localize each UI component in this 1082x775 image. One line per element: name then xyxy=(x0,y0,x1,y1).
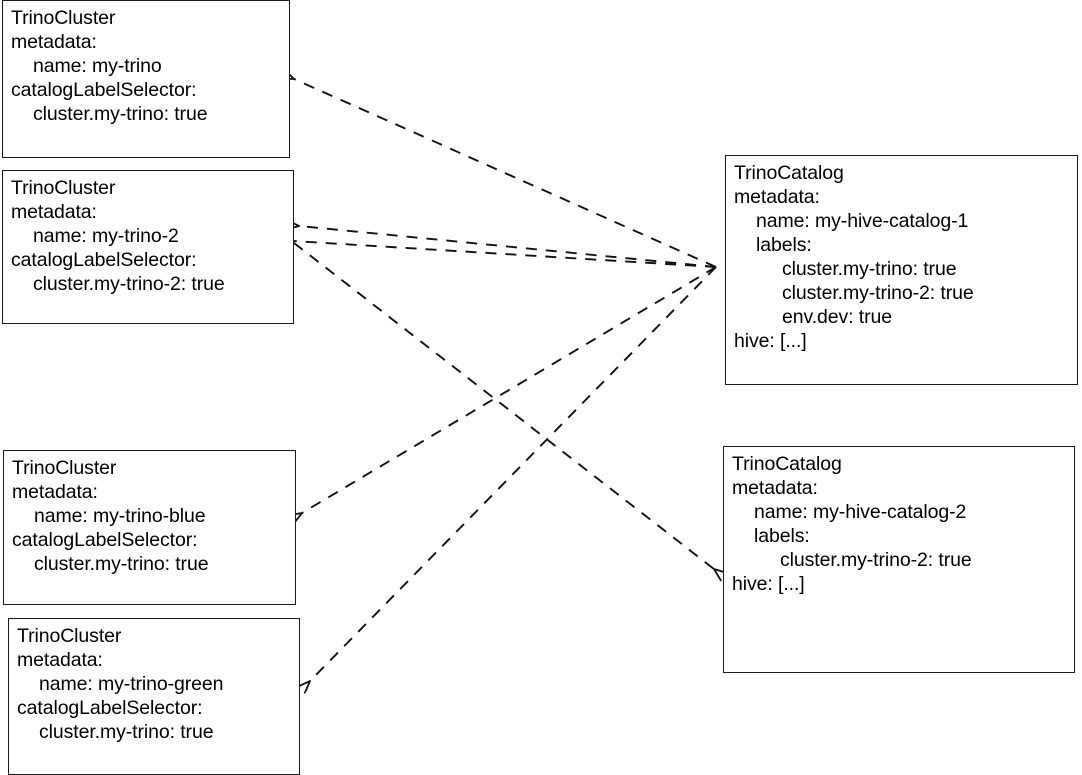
edge-catalog1-to-my-trino-green xyxy=(310,266,717,681)
node-line: name: my-trino-blue xyxy=(34,505,206,527)
node-line: catalogLabelSelector: xyxy=(11,249,197,271)
node-catalog-my-hive-catalog-2[interactable]: TrinoCatalog metadata: name: my-hive-cat… xyxy=(723,446,1075,673)
node-cluster-my-trino-2[interactable]: TrinoCluster metadata: name: my-trino-2 … xyxy=(2,170,294,324)
node-line: metadata: xyxy=(17,649,103,671)
node-line: cluster.my-trino: true xyxy=(34,553,209,575)
node-line: catalogLabelSelector: xyxy=(11,79,197,101)
node-line: TrinoCluster xyxy=(11,7,116,29)
node-line: catalogLabelSelector: xyxy=(12,529,198,551)
node-line: labels: xyxy=(754,525,810,547)
node-line: TrinoCluster xyxy=(17,625,122,647)
node-line: TrinoCatalog xyxy=(732,453,842,475)
node-line: metadata: xyxy=(11,31,97,53)
node-line: metadata: xyxy=(732,477,818,499)
node-line: cluster.my-trino: true xyxy=(782,258,957,280)
node-line: cluster.my-trino-2: true xyxy=(33,273,225,295)
node-line: labels: xyxy=(756,234,812,256)
node-catalog-my-hive-catalog-1[interactable]: TrinoCatalog metadata: name: my-hive-cat… xyxy=(725,155,1078,385)
node-line: metadata: xyxy=(734,186,820,208)
node-line: TrinoCatalog xyxy=(734,162,844,184)
node-line: name: my-trino xyxy=(33,55,162,77)
edge-catalog1-to-my-trino xyxy=(294,79,717,268)
node-cluster-my-trino-blue[interactable]: TrinoCluster metadata: name: my-trino-bl… xyxy=(3,450,296,605)
node-line: name: my-trino-2 xyxy=(33,225,179,247)
node-line: hive: [...] xyxy=(734,330,807,352)
node-cluster-my-trino[interactable]: TrinoCluster metadata: name: my-trino ca… xyxy=(2,0,290,158)
node-line: name: my-hive-catalog-2 xyxy=(754,501,967,523)
node-line: TrinoCluster xyxy=(12,457,117,479)
node-cluster-my-trino-green[interactable]: TrinoCluster metadata: name: my-trino-gr… xyxy=(8,618,300,775)
node-line: name: my-trino-green xyxy=(39,673,224,695)
edge-catalog2-to-my-trino-2 xyxy=(293,241,717,268)
node-line: metadata: xyxy=(12,481,98,503)
node-line: cluster.my-trino-2: true xyxy=(782,282,974,304)
node-line: cluster.my-trino: true xyxy=(39,721,214,743)
edge-my-trino-2-to-catalog2 xyxy=(293,242,714,569)
node-line: TrinoCluster xyxy=(11,177,116,199)
edge-catalog1-to-my-trino-2 xyxy=(299,226,717,268)
node-line: cluster.my-trino-2: true xyxy=(780,549,972,571)
node-line: cluster.my-trino: true xyxy=(33,103,208,125)
edge-catalog1-to-my-trino-blue xyxy=(302,266,717,513)
node-line: hive: [...] xyxy=(732,573,805,595)
node-line: env.dev: true xyxy=(782,306,892,328)
node-line: catalogLabelSelector: xyxy=(17,697,203,719)
node-line: metadata: xyxy=(11,201,97,223)
node-line: name: my-hive-catalog-1 xyxy=(756,210,969,232)
